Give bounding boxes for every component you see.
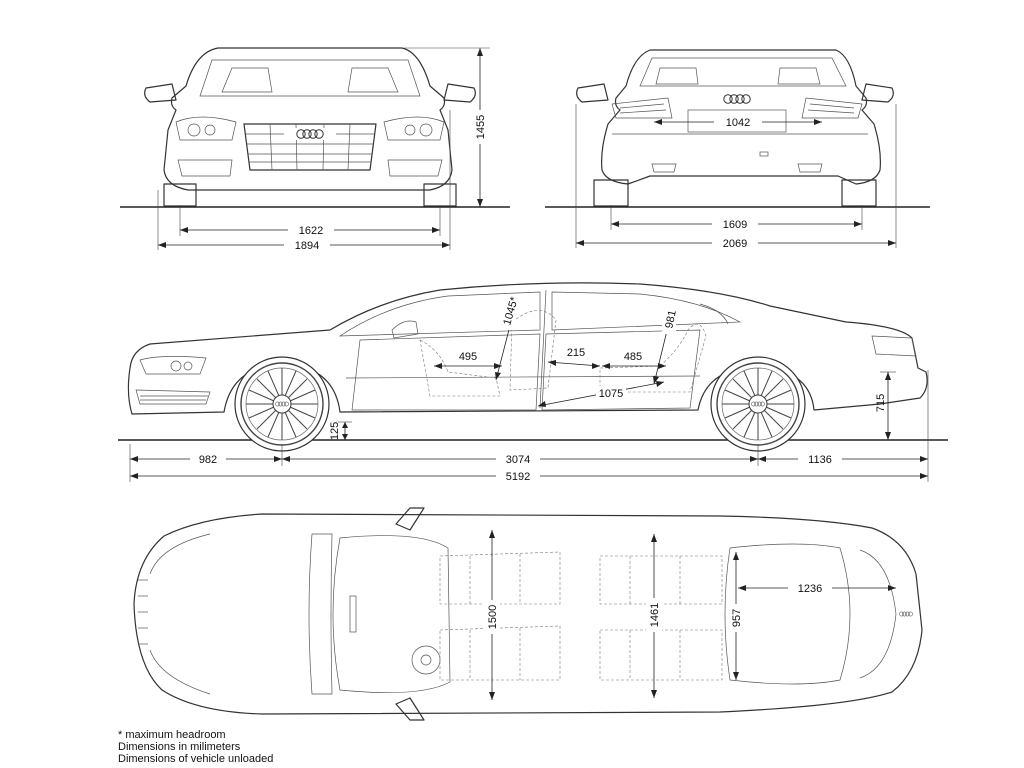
taillight-right <box>801 97 863 119</box>
four-rings-icon <box>723 94 751 104</box>
four-rings-icon <box>899 611 913 617</box>
rear-view: 1042 1609 2069 <box>545 49 930 250</box>
front-view: 1622 1894 1455 <box>120 47 510 252</box>
rear-reflectors <box>651 163 823 173</box>
headlight-right <box>383 116 445 141</box>
trunk-depth-label: 957 <box>731 609 743 627</box>
top-view: 1500 1461 957 1236 <box>133 507 923 721</box>
front-seat-outline <box>419 339 501 397</box>
top-mirror-left <box>395 507 425 531</box>
rear-width-label: 2069 <box>723 238 747 250</box>
front-seat-right-top <box>439 625 561 681</box>
front-track-label: 1622 <box>299 225 323 237</box>
front-seats-silhouette <box>221 67 399 93</box>
rear-mirror-right <box>861 83 894 103</box>
drawing-notes: * maximum headroom Dimensions in milimet… <box>118 729 273 765</box>
front-grille <box>243 123 377 171</box>
rear-body-outline <box>601 49 881 185</box>
front-door <box>351 333 541 411</box>
side-view: 1045* 981 495 215 485 1075 125 715 <box>118 282 948 483</box>
front-windshield <box>199 59 421 97</box>
rear-cabin-width-label: 1461 <box>649 603 661 627</box>
rear-plate-width-label: 1042 <box>726 117 750 129</box>
rear-side-window <box>551 291 742 331</box>
front-cabin-width-label: 1500 <box>487 605 499 629</box>
top-mirror-right <box>395 697 425 721</box>
front-wheel <box>234 356 330 452</box>
rear-mirror-left <box>576 83 609 103</box>
steering-wheel <box>411 645 441 675</box>
rear-wheel <box>710 356 806 452</box>
top-body-outline <box>133 513 923 715</box>
note-headroom: * maximum headroom <box>118 729 226 741</box>
windshield-top <box>332 535 451 693</box>
ground-clearance-label: 125 <box>329 422 341 440</box>
front-body-outline <box>163 47 453 191</box>
headroom-rear-label: 981 <box>663 309 679 329</box>
front-mirror-right <box>443 83 476 103</box>
rear-window <box>639 57 847 87</box>
rear-window-top <box>724 543 851 685</box>
note-units: Dimensions in milimeters <box>118 741 241 753</box>
side-headlight <box>139 356 207 375</box>
front-fog-lights <box>177 159 443 177</box>
headlight-left <box>175 116 237 141</box>
rear-tire-right <box>841 179 877 207</box>
note-unloaded: Dimensions of vehicle unloaded <box>118 753 274 765</box>
seat-depth-front-label: 495 <box>459 351 477 363</box>
rear-door <box>541 329 701 411</box>
rear-overhang-label: 1136 <box>808 454 832 466</box>
trunk-width-label: 1236 <box>798 583 822 595</box>
side-mirror <box>391 320 419 339</box>
rear-seat-right-top <box>599 629 723 681</box>
rear-track-label: 1609 <box>723 219 747 231</box>
wheelbase-label: 3074 <box>506 454 530 466</box>
height-label: 1455 <box>475 115 487 139</box>
front-overhang-label: 982 <box>199 454 217 466</box>
load-height-label: 715 <box>875 394 887 412</box>
rear-headrests <box>655 67 821 85</box>
length-label: 5192 <box>506 471 530 483</box>
legroom-rear-label: 1075 <box>599 388 623 400</box>
front-width-label: 1894 <box>295 240 319 252</box>
rear-seat-outline <box>599 323 707 393</box>
top-cowl <box>308 533 333 695</box>
front-side-window <box>338 291 541 337</box>
rear-seat-left-top <box>599 555 723 605</box>
seat-gap-dimension-line <box>547 361 601 367</box>
rear-plate-recess <box>687 109 787 133</box>
taillight-left <box>611 97 673 119</box>
seat-depth-rear-label: 485 <box>624 351 642 363</box>
seat-gap-label: 215 <box>567 347 585 359</box>
front-mirror-left <box>144 83 177 103</box>
front-seat-left-top <box>439 551 561 605</box>
side-taillight <box>871 335 917 357</box>
